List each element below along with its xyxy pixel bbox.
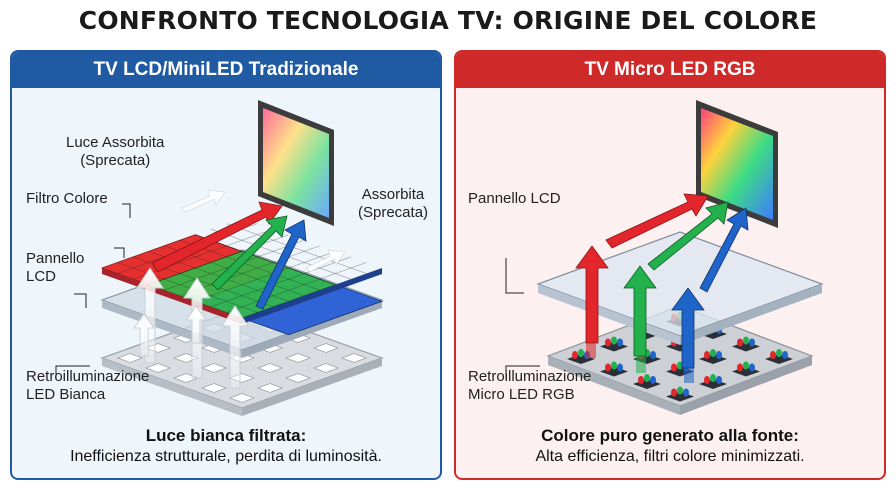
absorbed-light-label: Luce Assorbita (Sprecata)	[66, 134, 165, 169]
micro-lcd-panel-label: Pannello LCD	[468, 190, 561, 207]
rgb-micro-led	[749, 363, 755, 372]
rgb-micro-led	[683, 388, 689, 397]
lcd-panel-label: Pannello LCD	[26, 250, 85, 285]
rgb-micro-led	[710, 349, 716, 357]
rgb-micro-led	[572, 351, 578, 359]
lcd-diagram	[55, 100, 384, 416]
rgb-micro-led	[650, 376, 656, 384]
tv-screen-icon	[258, 100, 334, 226]
lcd-panel-header: TV LCD/MiniLED Tradizionale	[12, 52, 440, 88]
rgb-micro-led	[743, 336, 749, 345]
rgb-micro-led	[605, 338, 611, 347]
light-arrow-icon	[575, 193, 749, 369]
rgb-micro-led	[737, 363, 743, 372]
white-led	[284, 353, 312, 363]
white-led	[144, 363, 172, 373]
rgb-backlight-label: Retroilluminazione Micro LED RGB	[468, 368, 592, 403]
color-filter-label: Filtro Colore	[26, 190, 108, 207]
micro-led-caption-title: Colore puro generato alla fonte:	[541, 426, 799, 445]
rgb-micro-led	[677, 361, 683, 370]
rgb-micro-led	[671, 363, 677, 372]
rgb-micro-led	[611, 336, 617, 345]
rgb-micro-led	[578, 349, 584, 357]
rgb-micro-led	[644, 374, 650, 382]
rgb-micro-led	[650, 351, 656, 359]
rgb-micro-led	[605, 363, 611, 372]
micro-led-diagram	[505, 100, 824, 415]
rgb-micro-led	[704, 376, 710, 384]
white-light-arrows	[133, 267, 249, 389]
lcd-caption-title: Luce bianca filtrata:	[145, 426, 307, 445]
rgb-micro-led	[704, 351, 710, 359]
rgb-micro-led	[617, 338, 623, 347]
white-led	[312, 343, 340, 353]
rgb-micro-led	[749, 338, 755, 347]
rgb-micro-led	[638, 376, 644, 384]
white-led	[340, 353, 368, 363]
micro-led-panel: TV Micro LED RGB	[454, 50, 886, 480]
light-arrow-icon	[151, 201, 307, 310]
rgb-micro-led	[617, 363, 623, 372]
white-led	[256, 363, 284, 373]
page-title: CONFRONTO TECNOLOGIA TV: ORIGINE DEL COL…	[78, 6, 818, 35]
rgb-micro-led	[611, 361, 617, 370]
rgb-micro-led	[770, 351, 776, 359]
micro-led-panel-header: TV Micro LED RGB	[456, 52, 884, 88]
rgb-micro-led	[716, 376, 722, 384]
white-led	[312, 363, 340, 373]
white-backlight-label: Retroilluminazione LED Bianca	[26, 368, 150, 403]
rgb-micro-led	[782, 351, 788, 359]
absorbed-right-label: Assorbita (Sprecata)	[358, 186, 429, 221]
rgb-micro-led	[776, 349, 782, 357]
white-led	[200, 383, 228, 393]
white-led	[200, 363, 228, 373]
rgb-micro-led	[716, 351, 722, 359]
rgb-micro-led	[743, 361, 749, 370]
rgb-micro-led	[737, 338, 743, 347]
lcd-caption-text: Inefficienza strutturale, perdita di lum…	[70, 448, 382, 465]
white-led	[116, 353, 144, 363]
white-led	[284, 373, 312, 383]
rgb-micro-led	[677, 386, 683, 395]
white-led	[256, 383, 284, 393]
lcd-miniled-panel: TV LCD/MiniLED Tradizionale	[10, 50, 442, 480]
rgb-micro-led	[710, 374, 716, 382]
tv-screen-icon	[696, 100, 778, 228]
white-led	[228, 393, 256, 403]
rgb-micro-led	[671, 388, 677, 397]
micro-led-caption-text: Alta efficienza, filtri colore minimizza…	[535, 448, 805, 465]
